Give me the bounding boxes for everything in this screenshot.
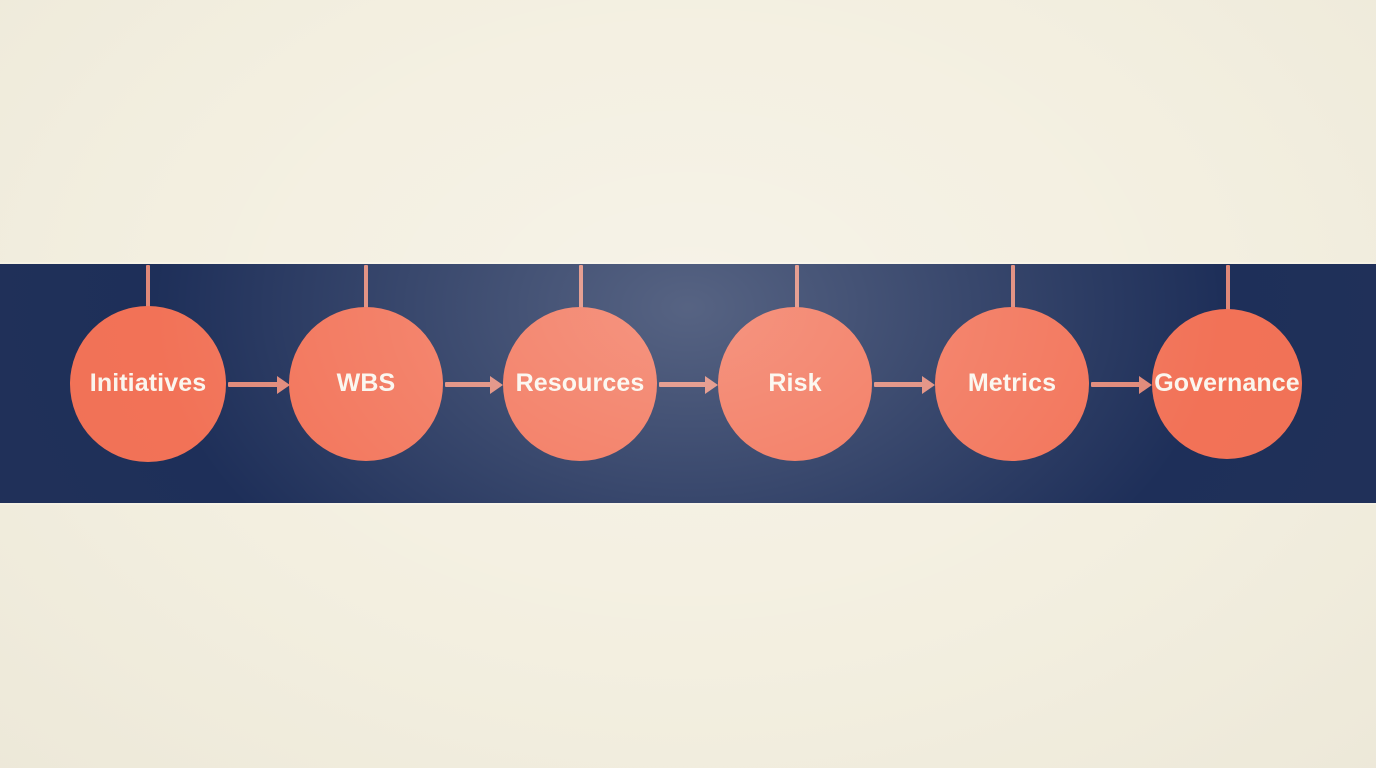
arrowhead-metrics-to-governance: [1139, 375, 1152, 394]
node-stem-resources: [579, 265, 583, 311]
node-stem-governance: [1226, 265, 1230, 313]
node-label-governance: Governance: [1154, 369, 1300, 397]
node-label-resources: Resources: [515, 369, 645, 397]
node-initiatives[interactable]: Initiatives: [70, 306, 226, 462]
node-stem-risk: [795, 265, 799, 311]
arrowhead-initiatives-to-wbs: [277, 375, 290, 394]
node-wbs[interactable]: WBS: [289, 307, 443, 461]
node-stem-wbs: [364, 265, 368, 311]
node-label-wbs: WBS: [336, 369, 396, 397]
node-label-risk: Risk: [768, 369, 822, 397]
connector-risk-to-metrics: [874, 382, 924, 387]
arrowhead-wbs-to-resources: [490, 375, 503, 394]
connector-initiatives-to-wbs: [228, 382, 279, 387]
node-stem-initiatives: [146, 265, 150, 310]
node-label-metrics: Metrics: [967, 369, 1057, 397]
arrowhead-risk-to-metrics: [922, 375, 935, 394]
connector-wbs-to-resources: [445, 382, 492, 387]
node-risk[interactable]: Risk: [718, 307, 872, 461]
connector-metrics-to-governance: [1091, 382, 1141, 387]
node-governance[interactable]: Governance: [1152, 309, 1302, 459]
node-label-initiatives: Initiatives: [89, 369, 207, 397]
arrowhead-resources-to-risk: [705, 375, 718, 394]
node-stem-metrics: [1011, 265, 1015, 311]
connector-resources-to-risk: [659, 382, 707, 387]
node-metrics[interactable]: Metrics: [935, 307, 1089, 461]
node-resources[interactable]: Resources: [503, 307, 657, 461]
